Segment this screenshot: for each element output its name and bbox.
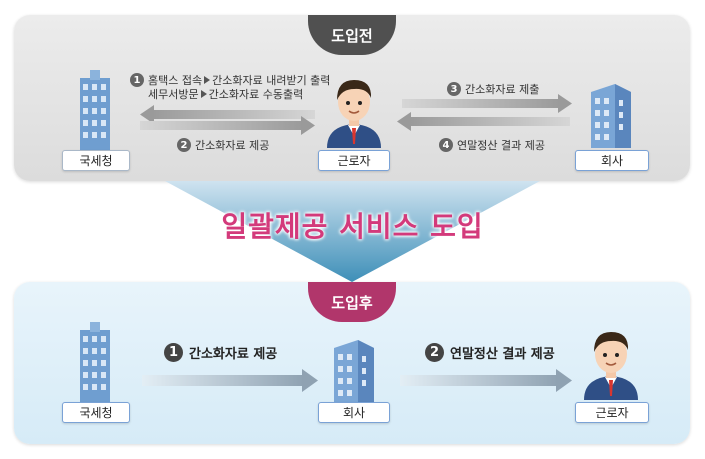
nts-building-icon [80, 322, 110, 404]
step-number-2: 2 [425, 343, 444, 362]
step-number-3: 3 [447, 82, 461, 96]
nts-label-after: 국세청 [62, 402, 130, 423]
after-step1: 1 간소화자료 제공 [164, 343, 277, 362]
before-step2: 2 간소화자료 제공 [177, 137, 269, 153]
headline: 일괄제공 서비스 도입 [221, 210, 484, 243]
arrow-icon [142, 369, 318, 392]
step-number-2: 2 [177, 138, 191, 152]
before-step4: 4 연말정산 결과 제공 [439, 137, 545, 153]
before-step1-line1: 1 홈택스 접속 간소화자료 내려받기 출력 [130, 72, 330, 88]
company-label-before: 회사 [575, 150, 649, 171]
nts-label-before: 국세청 [62, 150, 130, 171]
triangle-icon [204, 76, 211, 84]
after-badge: 도입후 [308, 282, 396, 322]
step-number-1: 1 [130, 73, 144, 87]
worker-label-before: 근로자 [318, 150, 390, 171]
arrow-icon [402, 94, 572, 113]
arrow-icon [397, 112, 570, 131]
worker-avatar-icon [327, 80, 381, 148]
company-building-icon [334, 340, 374, 404]
before-step1-line2: 세무서방문 간소화자료 수동출력 [148, 88, 304, 101]
nts-building-icon [80, 70, 110, 152]
arrow-icon [140, 105, 315, 124]
arrow-icon [140, 116, 315, 135]
step-number-4: 4 [439, 138, 453, 152]
company-building-icon [591, 84, 631, 148]
before-badge: 도입전 [308, 15, 396, 55]
after-step2: 2 연말정산 결과 제공 [425, 343, 555, 362]
before-step3: 3 간소화자료 제출 [447, 81, 539, 97]
company-label-after: 회사 [318, 402, 390, 423]
arrow-icon [400, 369, 572, 392]
triangle-icon [200, 90, 207, 98]
worker-avatar-icon [584, 332, 638, 400]
worker-label-after: 근로자 [575, 402, 649, 423]
step-number-1: 1 [164, 343, 183, 362]
